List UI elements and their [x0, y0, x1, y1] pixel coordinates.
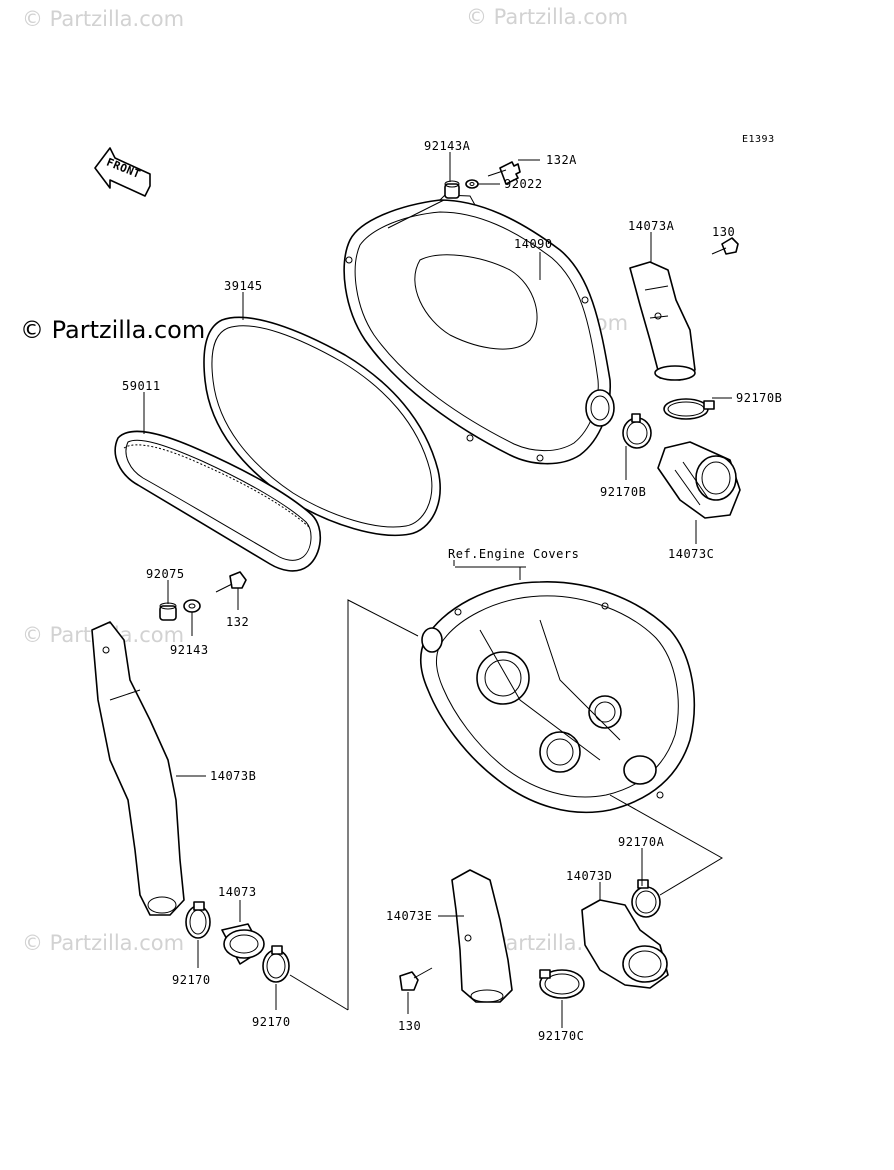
part-label-92170A: 92170A — [618, 835, 665, 849]
part-label-14073B: 14073B — [210, 769, 256, 783]
part-label-130-top: 130 — [712, 225, 735, 239]
part-label-14073C: 14073C — [668, 547, 714, 561]
watermark: © Partzilla.com — [22, 931, 184, 955]
front-arrow-icon: FRONT — [94, 147, 151, 197]
part-label-92170C: 92170C — [538, 1029, 584, 1043]
part-label-14073: 14073 — [218, 885, 257, 899]
washer-92022-icon — [465, 179, 479, 189]
clamp-92170B-icon — [622, 413, 652, 449]
clamp-92170-icon — [262, 945, 290, 983]
part-label-132A: 132A — [546, 153, 577, 167]
collar-92075-icon — [159, 602, 177, 621]
bolt-130-icon — [711, 237, 739, 255]
engine-cover-reference-part — [419, 581, 696, 814]
part-label-132: 132 — [226, 615, 249, 629]
brand-label: © Partzilla.com — [20, 316, 205, 344]
clutch-cover-part — [343, 194, 615, 465]
part-label-14090: 14090 — [514, 237, 553, 251]
part-label-14073A: 14073A — [628, 219, 675, 233]
clamp-92170B-icon — [663, 398, 715, 420]
clamp-92170-icon — [185, 901, 211, 939]
plug-part — [444, 180, 460, 199]
watermark: © Partzilla.com — [22, 7, 184, 31]
part-label-39145: 39145 — [224, 279, 263, 293]
washer-92143-icon — [183, 599, 201, 613]
bolt-132A-icon — [487, 161, 521, 185]
bolt-132-icon — [215, 571, 247, 593]
duct-14073A-part — [629, 261, 696, 381]
part-label-92143: 92143 — [170, 643, 209, 657]
part-label-14073D: 14073D — [566, 869, 612, 883]
reference-note: Ref.Engine Covers — [448, 547, 579, 561]
part-label-92170B-left: 92170B — [600, 485, 646, 499]
part-label-92170: 92170 — [172, 973, 211, 987]
gasket-39145-part — [203, 316, 441, 537]
part-label-92143A: 92143A — [424, 139, 471, 153]
drive-belt-59011-part — [114, 430, 321, 572]
duct-14073B-part — [91, 621, 185, 916]
part-label-92075: 92075 — [146, 567, 185, 581]
part-label-92170B-right: 92170B — [736, 391, 782, 405]
leader-lines — [143, 152, 734, 1028]
part-label-59011: 59011 — [122, 379, 161, 393]
part-label-92170: 92170 — [252, 1015, 291, 1029]
part-label-130-bottom: 130 — [398, 1019, 421, 1033]
bolt-130-icon — [399, 967, 433, 991]
diagram-code: E1393 — [742, 134, 775, 145]
clamp-92170C-icon — [539, 969, 585, 999]
duct-14073E-part — [451, 869, 513, 1003]
part-label-14073E: 14073E — [386, 909, 432, 923]
clamp-92170A-icon — [631, 879, 661, 918]
duct-14073D-part — [581, 899, 669, 989]
coupling-14073-part — [221, 923, 265, 965]
watermark: © Partzilla.com — [466, 5, 628, 29]
part-labels: 92143A 132A 92022 14090 14073A 130 39145… — [122, 139, 782, 1043]
part-label-92022: 92022 — [504, 177, 543, 191]
duct-14073C-part — [657, 441, 741, 519]
